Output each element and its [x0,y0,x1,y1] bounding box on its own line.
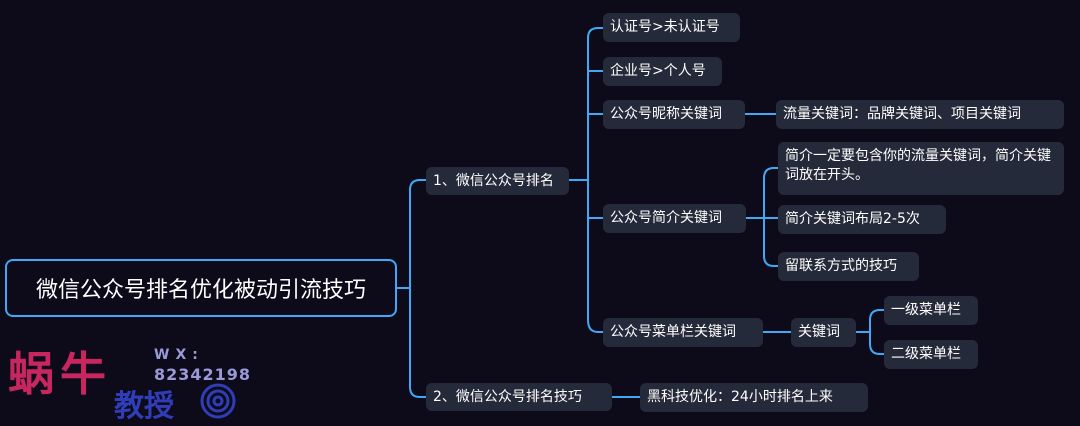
watermark-small-text: 教授 [114,389,174,424]
watermark-char-1: 蜗 [8,347,54,401]
node-traffic-keyword[interactable]: 流量关键词：品牌关键词、项目关键词 [776,100,1064,129]
branch-wechat-ranking[interactable]: 1、微信公众号排名 [426,167,569,195]
node-black-tech-optimization[interactable]: 黑科技优化：24小时排名上来 [640,383,868,412]
node-second-level-menu[interactable]: 二级菜单栏 [884,340,978,369]
watermark-logo: 蜗 牛 教授 WX: 82342198 [8,345,250,425]
node-enterprise-account[interactable]: 企业号>个人号 [603,57,722,86]
node-contact-tips[interactable]: 留联系方式的技巧 [778,252,919,281]
root-topic[interactable]: 微信公众号排名优化被动引流技巧 [5,259,397,317]
snail-shell-icon [200,383,236,419]
node-keyword[interactable]: 关键词 [791,318,856,347]
node-first-level-menu[interactable]: 一级菜单栏 [884,296,978,325]
branch-wechat-ranking-tips[interactable]: 2、微信公众号排名技巧 [426,383,612,411]
node-menu-keyword[interactable]: 公众号菜单栏关键词 [603,318,763,347]
node-intro-must-include[interactable]: 简介一定要包含你的流量关键词，简介关键词放在开头。 [778,142,1064,195]
node-nickname-keyword[interactable]: 公众号昵称关键词 [603,100,745,129]
node-intro-layout-times[interactable]: 简介关键词布局2-5次 [778,205,946,234]
node-verified-account[interactable]: 认证号>未认证号 [603,13,740,42]
node-intro-keyword[interactable]: 公众号简介关键词 [603,204,746,233]
watermark-char-2: 牛 [60,347,106,401]
watermark-wx-number: 82342198 [154,365,252,384]
watermark-wx-label: WX: [154,347,204,363]
